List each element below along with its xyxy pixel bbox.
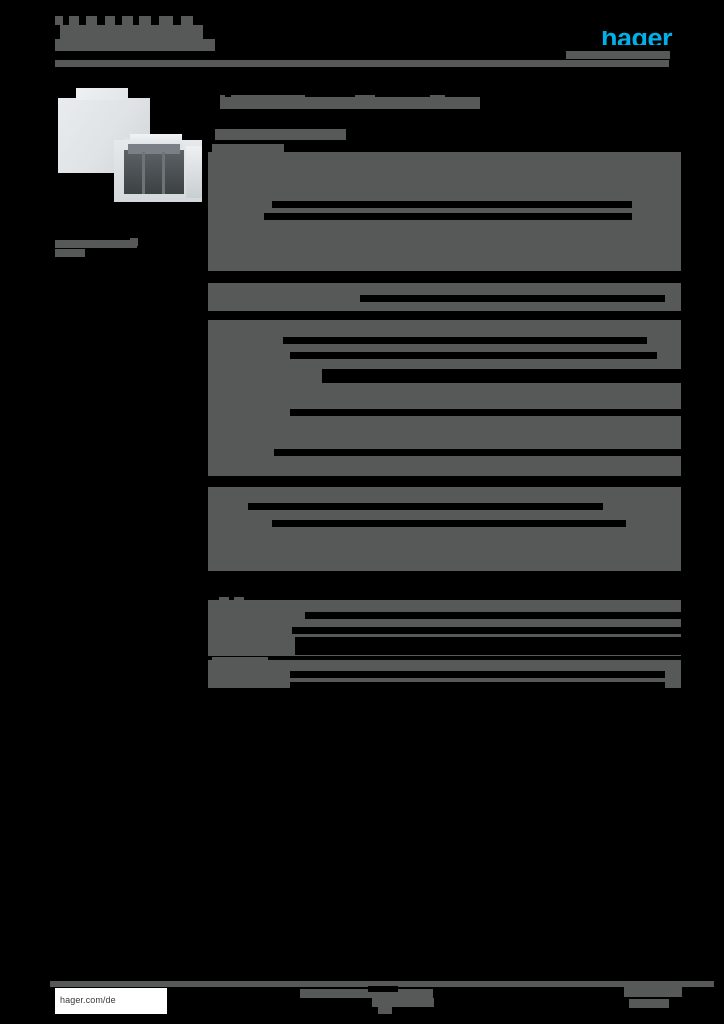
redaction-bar-5-3 [295,637,682,655]
product-caption-line2 [55,249,85,257]
spec-label-1-4 [208,220,218,227]
redaction-bar-3-3 [322,369,682,383]
spec-label-6-3 [208,681,218,688]
product-enclosure [114,134,202,206]
logo-mask-bottom [566,45,670,51]
spec-label-4-4 [208,527,218,534]
spec-label-3-8 [208,440,218,447]
spec-label-2-1 [212,284,268,292]
spec-label-3-1 [212,321,282,329]
spec-label-4-5 [208,540,218,547]
product-backplate-tab [76,88,128,100]
spec-label-1-2 [208,200,218,207]
redaction-bar-3-1 [283,337,647,344]
spec-section-1 [208,152,681,271]
enclosure-divider-2 [162,152,165,194]
spec-label-4-3 [208,513,218,520]
spec-label-3-3 [208,343,218,350]
footer-divider [50,981,714,987]
footer-right-text-2 [629,999,669,1008]
spec-label-5-2 [234,597,244,605]
spec-label-3-4 [208,354,218,361]
redaction-bar-4-2 [272,520,626,527]
product-caption [55,240,137,248]
logo-underline-redaction [566,51,670,59]
footer-center-mask-1 [368,986,398,992]
footer-url-box [55,988,167,1014]
spec-label-4-2 [208,499,218,506]
redaction-bar-3-2 [290,352,657,359]
page-title [55,16,215,56]
content-heading-mask-4 [445,85,495,97]
logo-mask-top [566,27,670,31]
redaction-bar-1-1 [272,201,632,208]
footer-right-text [624,987,682,997]
redaction-bar-3-4 [290,409,682,416]
footer-center-text-3 [378,1007,392,1014]
redaction-bar-3-5 [274,449,682,456]
content-heading [220,95,480,109]
header-divider [55,60,669,67]
spec-label-4-1 [212,488,264,496]
enclosure-side-panel [186,146,202,198]
spec-label-5-3 [208,611,218,618]
spec-label-2-3 [208,302,218,309]
footer-center-text [300,989,433,998]
redaction-bar-4-1 [248,503,603,510]
spec-label-6-1 [212,657,268,665]
spec-label-3-7 [208,409,218,416]
redaction-bar-6-1 [290,671,665,678]
content-subheading [215,129,346,140]
content-heading-mask-1 [225,85,231,97]
enclosure-cavity [124,150,184,194]
footer-center-text-2 [372,998,434,1007]
product-image [58,88,203,210]
spec-label-3-5 [208,365,218,372]
enclosure-rail [128,144,180,154]
redaction-bar-2-1 [360,295,665,302]
enclosure-divider-1 [142,152,145,194]
spec-label-3-2 [208,331,218,338]
spec-label-1-3 [208,212,218,219]
footer-url-link[interactable]: hager.com/de [60,995,116,1005]
spec-label-3-6 [208,376,218,383]
logo-mask-gap [595,20,605,30]
redaction-bar-1-2 [264,213,632,220]
redaction-bar-5-1 [305,612,682,619]
redaction-bar-6-2 [290,682,665,689]
spec-label-3-9 [208,458,218,465]
spec-label-5-1 [219,597,229,605]
content-heading-mask-3 [375,85,430,97]
spec-label-6-2 [208,670,218,677]
product-caption-badge [130,238,138,246]
spec-label-1-1 [212,144,284,153]
spec-section-4 [208,487,681,571]
spec-label-2-2 [208,294,218,301]
spec-label-5-4 [208,625,218,632]
redaction-bar-5-2 [292,627,682,634]
content-heading-mask-2 [305,85,355,97]
